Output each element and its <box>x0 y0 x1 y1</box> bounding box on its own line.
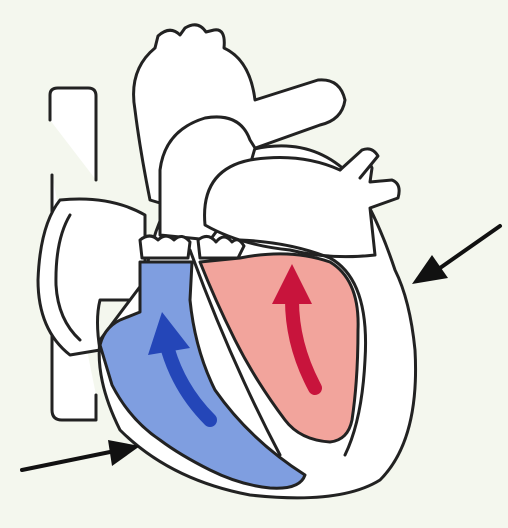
tricuspid-valve <box>140 236 190 258</box>
mitral-valve <box>198 236 244 258</box>
